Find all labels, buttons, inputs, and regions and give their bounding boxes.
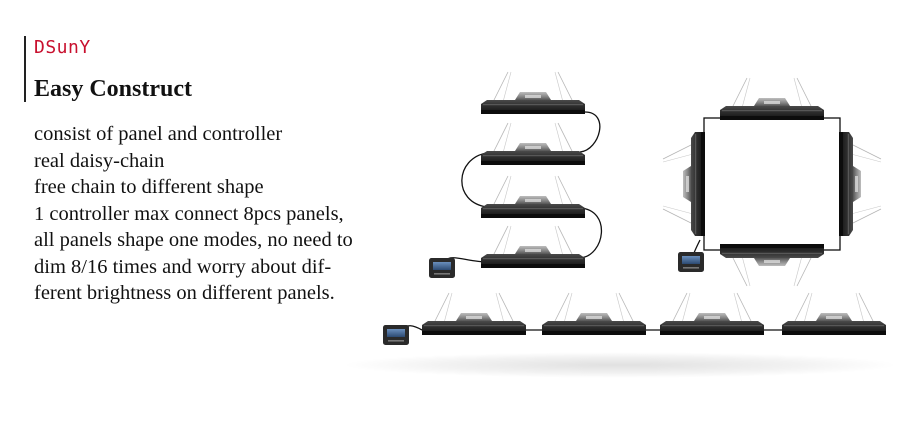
led-panel-icon: [480, 225, 586, 269]
led-panel-icon: [719, 77, 825, 121]
zigzag-chain: [429, 71, 603, 278]
brand-name: DSunY: [34, 37, 91, 58]
feature-line: free chain to different shape: [34, 176, 264, 198]
brand-divider: [24, 36, 26, 102]
feature-line: real daisy-chain: [34, 149, 165, 172]
square-chain: [662, 77, 882, 287]
daisy-chain-cable-icon: [446, 111, 603, 263]
led-panel-icon: [480, 122, 586, 166]
controller-icon: [383, 325, 409, 345]
feature-line: 1 controller max connect 8pcs panels,: [34, 202, 344, 225]
feature-line: consist of panel and controller: [34, 123, 283, 145]
feature-list: consist of panel and controller real dai…: [34, 121, 353, 307]
feature-line: ferent brightness on different panels.: [34, 282, 335, 304]
daisy-chain-cable-icon: [401, 325, 784, 333]
led-panel-icon: [480, 71, 586, 115]
led-panel-icon: [541, 292, 647, 336]
page-title: Easy Construct: [34, 76, 193, 102]
led-panel-icon: [659, 292, 765, 336]
led-panel-icon: [421, 292, 527, 336]
row-chain: [383, 292, 887, 345]
led-panel-icon: [781, 292, 887, 336]
led-panel-icon: [719, 243, 825, 287]
controller-icon: [429, 258, 455, 278]
led-panel-icon: [662, 131, 706, 237]
led-panel-icon: [838, 131, 882, 237]
led-panel-icon: [480, 175, 586, 219]
controller-icon: [678, 252, 704, 272]
feature-line: all panels shape one modes, no need to: [34, 229, 353, 251]
floor-shadow: [340, 352, 900, 378]
feature-line: dim 8/16 times and worry about dif-: [34, 255, 332, 278]
daisy-chain-cable-icon: [703, 117, 841, 251]
